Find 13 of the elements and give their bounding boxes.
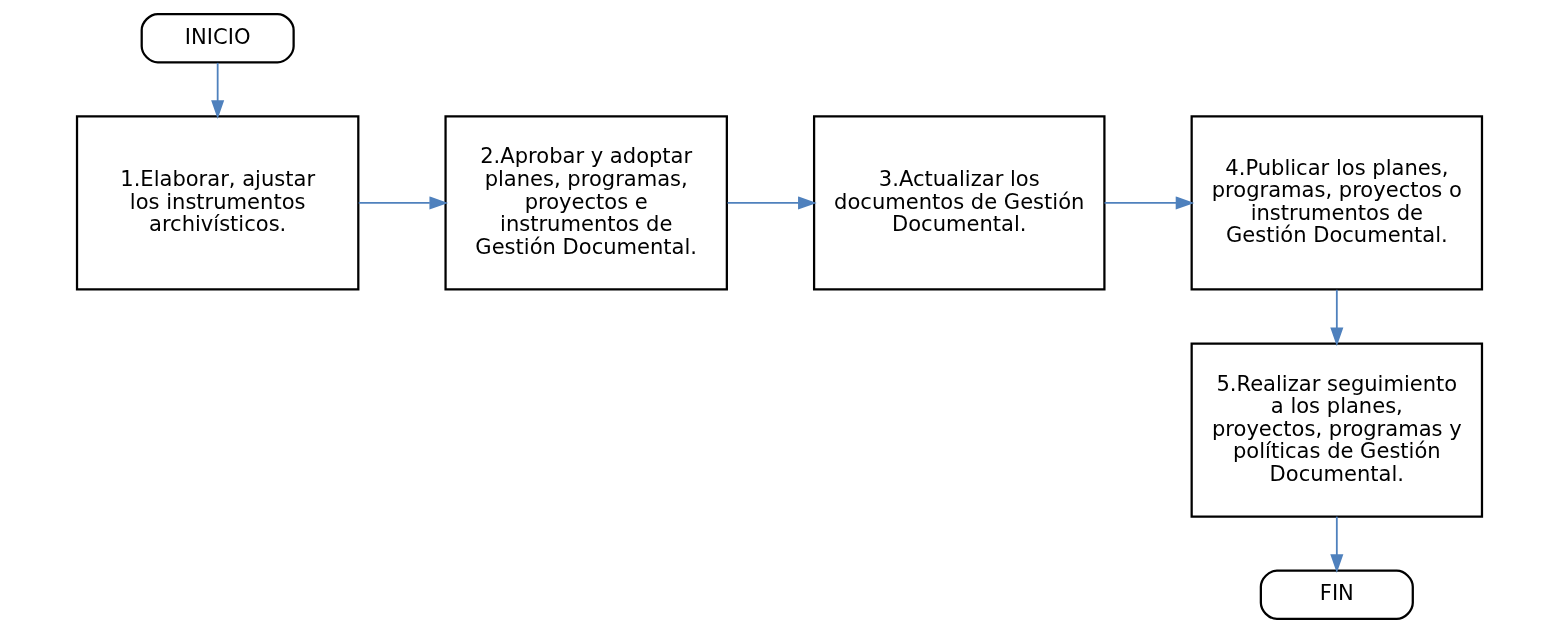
arrow [1329, 288, 1343, 347]
node-box: 2.Aprobar y adoptar planes, programas, proyectos e instrumentos de Gestión Documental. [443, 115, 728, 291]
node-box: 1.Elaborar, ajustar los instrumentos archivísticos. [75, 115, 359, 291]
arrow [1329, 515, 1343, 573]
node-box: 5.Realizar seguimiento a los planes, proyectos, programas y políticas de Gestión Documental. [1190, 342, 1483, 518]
arrow [1103, 196, 1194, 210]
arrow [726, 196, 817, 210]
node-box: INICIO [140, 13, 295, 64]
node-box: 4.Publicar los planes, programas, proyectos o instrumentos de Gestión Documental. [1190, 115, 1483, 291]
node-box: FIN [1259, 569, 1414, 620]
arrow [210, 61, 224, 119]
arrow [357, 196, 448, 210]
node-box: 3.Actualizar los documentos de Gestión Documental. [812, 115, 1106, 291]
